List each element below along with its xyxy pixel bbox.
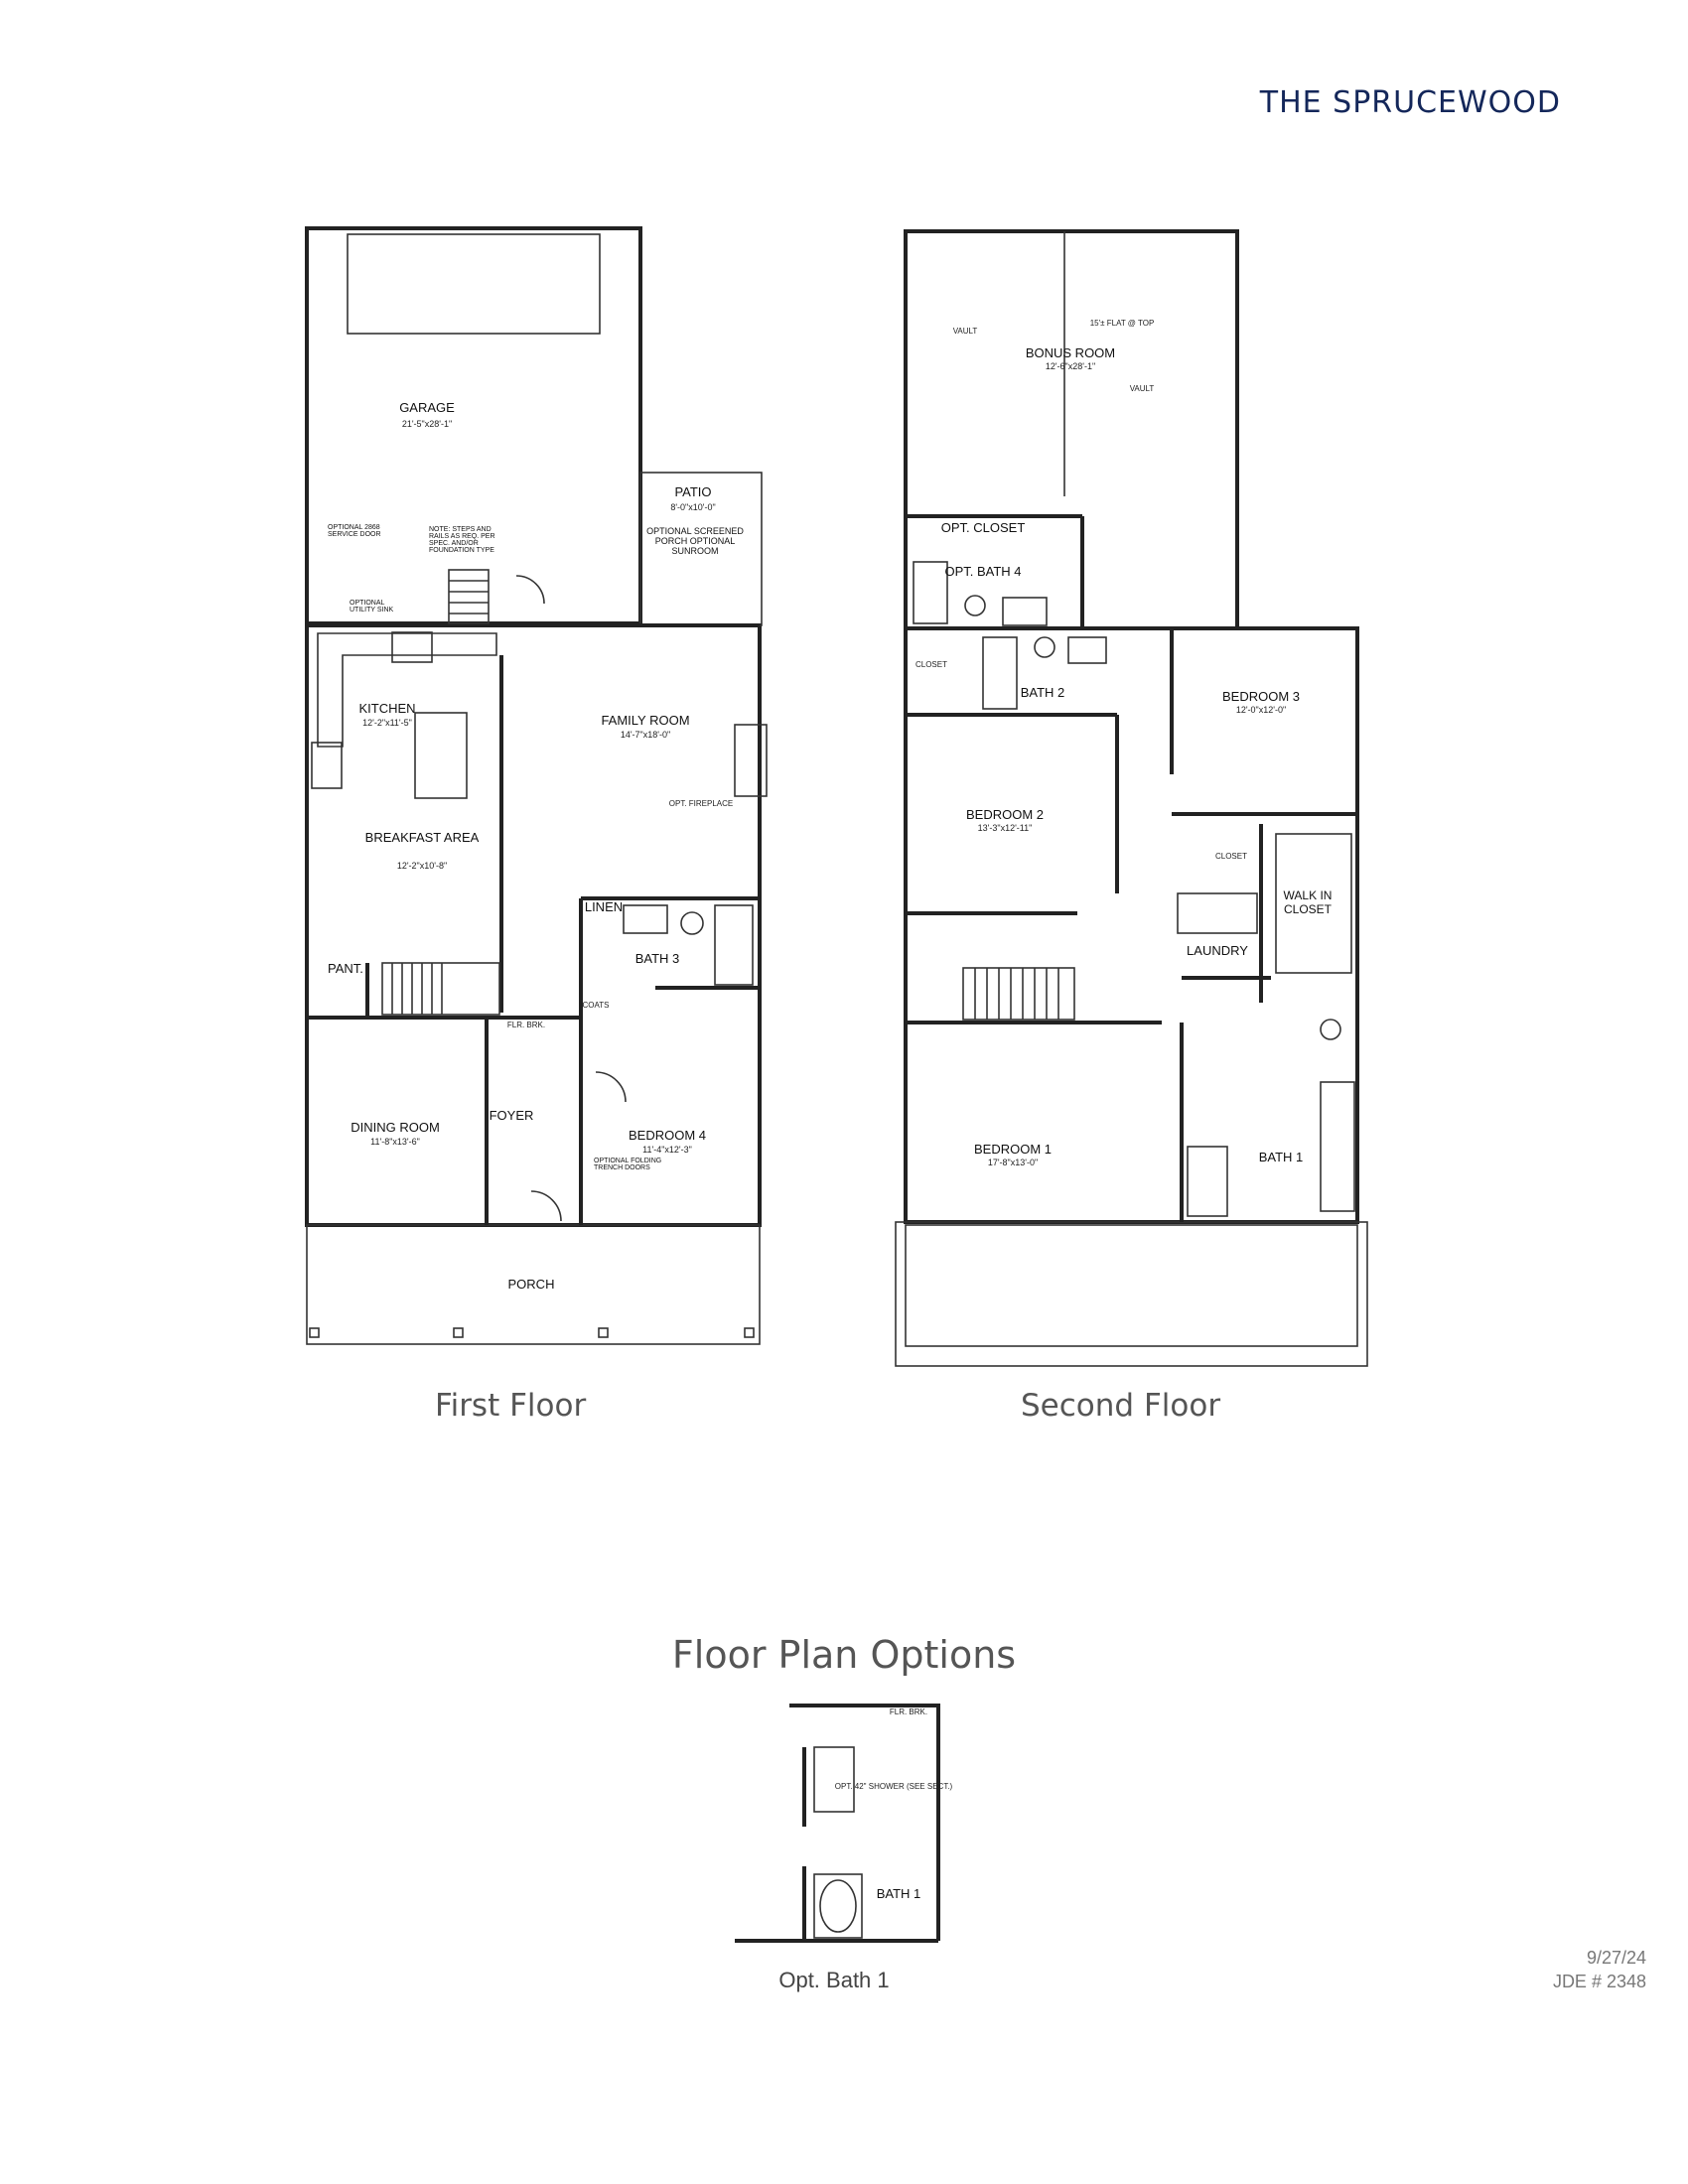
closet3-label: CLOSET	[1215, 852, 1247, 861]
option-wall	[789, 1704, 940, 1941]
second-floor-stairs	[962, 967, 1075, 1021]
bath3-vanity	[623, 904, 668, 934]
bath1-shower	[1187, 1146, 1228, 1217]
porch-roof-inner	[905, 1224, 1358, 1347]
stair-note: NOTE: STEPS AND RAILS AS REQ. PER SPEC. …	[429, 526, 495, 554]
option-tub-basin	[819, 1879, 857, 1933]
bath2-label: BATH 2	[1021, 685, 1065, 700]
garage-door	[347, 233, 601, 335]
garage-label: GARAGE	[399, 400, 455, 415]
flat-top-label: 15'± FLAT @ TOP	[1090, 319, 1155, 328]
flr-brk-label: FLR. BRK.	[507, 1021, 545, 1029]
first-floor-plan: GARAGE 21'-5"x28'-1" PATIO 8'-0"x10'-0" …	[305, 226, 768, 1345]
breakfast-label: BREAKFAST AREA	[365, 830, 480, 845]
fireplace-box	[734, 724, 768, 797]
garage-entry-door-swing	[515, 575, 545, 605]
option-bath1-label: BATH 1	[877, 1886, 921, 1901]
job-number: JDE # 2348	[1552, 1972, 1646, 1991]
bath1-vanity	[1320, 1081, 1355, 1212]
vault-label-right: VAULT	[1130, 384, 1155, 393]
bath1-label: BATH 1	[1259, 1150, 1304, 1164]
bedroom1-dim: 17'-8"x13'-0"	[988, 1158, 1038, 1167]
patio-note: OPTIONAL SCREENED PORCH OPTIONAL SUNROOM	[646, 526, 744, 556]
bedroom4-door-swing	[595, 1071, 627, 1103]
bath3-toilet	[680, 911, 704, 935]
plan-title: THE SPRUCEWOOD	[1259, 85, 1561, 120]
walk-in-closet-label: WALK IN CLOSET	[1283, 888, 1333, 916]
bedroom4-dim: 11'-4"x12'-3"	[642, 1145, 692, 1155]
fridge	[311, 742, 343, 789]
bedroom2-label: BEDROOM 2	[966, 807, 1044, 822]
bath2-toilet	[1034, 636, 1055, 658]
opt-bath4-label: OPT. BATH 4	[944, 564, 1021, 579]
bedroom2-dim: 13'-3"x12'-11"	[978, 823, 1033, 833]
service-door-note: OPTIONAL 2868 SERVICE DOOR	[328, 524, 381, 538]
kitchen-counter	[317, 632, 497, 748]
garage-dim: 21'-5"x28'-1"	[402, 419, 452, 429]
second-floor-caption: Second Floor	[1021, 1388, 1221, 1424]
porch-post	[309, 1327, 320, 1338]
breakfast-dim: 12'-2"x10'-8"	[397, 861, 447, 871]
closet-label: CLOSET	[915, 660, 947, 669]
plan-date: 9/27/24	[1586, 1948, 1646, 1968]
family-room-dim: 14'-7"x18'-0"	[621, 730, 670, 740]
first-floor-stairs	[381, 569, 500, 1016]
bedroom3-dim: 12'-0"x12'-0"	[1236, 705, 1286, 715]
dining-room-label: DINING ROOM	[351, 1120, 440, 1135]
bath4-tub	[913, 561, 948, 624]
coats-label: COATS	[583, 1001, 610, 1010]
walk-in-closet-shelves	[1275, 833, 1352, 974]
dining-room-dim: 11'-8"x13'-6"	[370, 1137, 420, 1147]
kitchen-dim: 12'-2"x11'-5"	[362, 718, 412, 728]
opt-closet-label: OPT. CLOSET	[941, 520, 1026, 535]
bonus-room-label: BONUS ROOM	[1026, 345, 1115, 360]
bath1-toilet	[1320, 1019, 1341, 1040]
linen-label: LINEN	[585, 899, 623, 914]
bath2-vanity	[1067, 636, 1107, 664]
bath3-tub	[714, 904, 754, 986]
bath2-tub	[982, 636, 1018, 710]
bedroom1-label: BEDROOM 1	[974, 1142, 1052, 1157]
bonus-room-dim: 12'-6"x28'-1"	[1046, 361, 1095, 371]
bedroom4-label: BEDROOM 4	[629, 1128, 706, 1143]
fireplace-label: OPT. FIREPLACE	[669, 799, 733, 808]
option-shower	[813, 1746, 855, 1813]
opt-bath1-detail: OPT. 42" SHOWER (SEE SECT.) FLR. BRK. BA…	[735, 1704, 953, 1943]
front-door-swing	[530, 1190, 562, 1222]
laundry-machines	[1177, 892, 1258, 934]
option-shower-note: OPT. 42" SHOWER (SEE SECT.)	[835, 1782, 953, 1791]
porch-post	[598, 1327, 609, 1338]
porch-post	[744, 1327, 755, 1338]
option-flr-brk: FLR. BRK.	[890, 1707, 927, 1716]
opt-bath1-caption: Opt. Bath 1	[778, 1968, 890, 1992]
trench-door-note: OPTIONAL FOLDING TRENCH DOORS	[594, 1158, 662, 1171]
pantry-label: PANT.	[328, 961, 363, 976]
cooktop	[391, 631, 433, 663]
porch-label: PORCH	[508, 1277, 555, 1292]
porch-post	[453, 1327, 464, 1338]
patio-dim: 8'-0"x10'-0"	[670, 502, 715, 512]
porch-roof-outline	[895, 1221, 1368, 1367]
bath3-label: BATH 3	[635, 951, 680, 966]
porch-outline	[306, 1224, 761, 1345]
first-floor-caption: First Floor	[435, 1388, 587, 1424]
patio-label: PATIO	[674, 484, 711, 499]
floor-plan-options-title: Floor Plan Options	[671, 1633, 1017, 1677]
vault-label-left: VAULT	[953, 327, 978, 336]
bedroom3-label: BEDROOM 3	[1222, 689, 1300, 704]
utility-sink-note: OPTIONAL UTILITY SINK	[350, 600, 394, 614]
second-floor-plan: VAULT VAULT 15'± FLAT @ TOP BONUS ROOM 1…	[895, 229, 1368, 1367]
kitchen-island	[414, 712, 468, 799]
family-room-label: FAMILY ROOM	[601, 713, 689, 728]
bath4-vanity	[1002, 597, 1048, 626]
option-tub	[813, 1873, 863, 1939]
foyer-label: FOYER	[490, 1108, 534, 1123]
kitchen-label: KITCHEN	[358, 701, 415, 716]
laundry-label: LAUNDRY	[1187, 943, 1248, 958]
bath4-toilet	[964, 595, 986, 616]
